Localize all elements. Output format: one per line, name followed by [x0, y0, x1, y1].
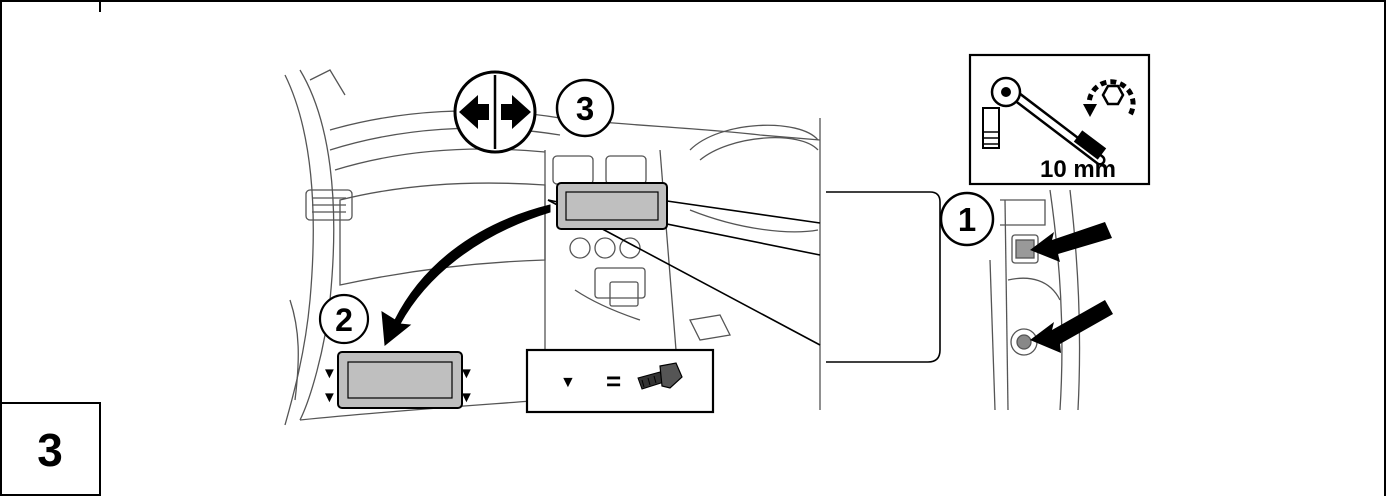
- removed-panel: [337, 351, 463, 409]
- legend-equals: =: [606, 366, 621, 396]
- clip-marker: ▼: [322, 365, 337, 382]
- fastener-arrows: [1030, 222, 1113, 353]
- clip-marker: ▼: [459, 389, 474, 406]
- ratchet-wrench-icon: [982, 76, 1107, 166]
- bolt-icon: [637, 362, 683, 390]
- left-right-arrows-icon: [453, 70, 537, 154]
- tool-size-label: 10 mm: [1040, 156, 1116, 183]
- loosen-rotation-icon: [1083, 79, 1136, 117]
- callout-1: 1: [939, 191, 995, 247]
- arrow-icon: [1030, 300, 1113, 353]
- arrow-icon: [1030, 222, 1112, 262]
- legend-box: ▼ =: [525, 348, 715, 414]
- svg-text:1: 1: [958, 201, 976, 238]
- clip-marker: ▼: [459, 365, 474, 382]
- removal-arrow: [381, 204, 551, 346]
- fastener-detail-sketch: [989, 189, 1081, 411]
- callout-2: 2: [318, 293, 370, 345]
- clip-marker: ▼: [322, 389, 337, 406]
- callout-3: 3: [555, 78, 615, 138]
- clip-markers: ▼ ▼ ▼ ▼: [322, 365, 474, 406]
- tool-box: 10 mm: [968, 53, 1151, 186]
- svg-text:3: 3: [576, 90, 594, 127]
- legend-symbol: ▼: [560, 374, 576, 391]
- step-number: 3: [37, 423, 63, 476]
- svg-text:2: 2: [335, 302, 353, 338]
- dash-panel: [556, 182, 668, 230]
